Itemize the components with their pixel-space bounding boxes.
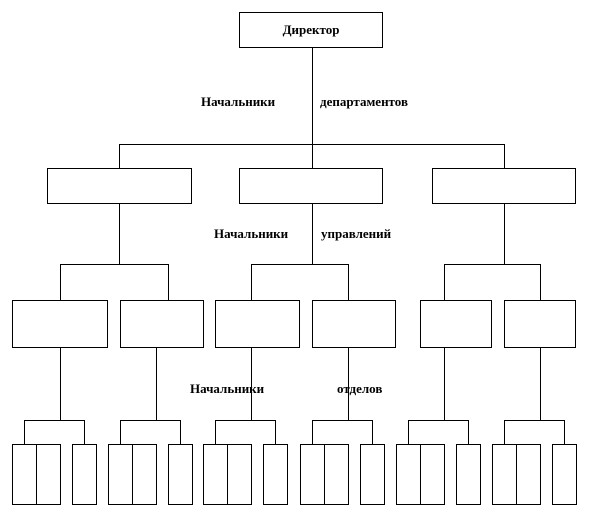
division-box [420, 444, 445, 505]
connector [215, 420, 275, 421]
directorate-box [420, 300, 492, 348]
connector [312, 204, 313, 264]
connector [84, 420, 85, 444]
division-box [492, 444, 517, 505]
connector [168, 264, 169, 300]
connector [312, 420, 372, 421]
connector [444, 348, 445, 420]
director-label: Директор [282, 22, 340, 37]
departments-label-right: департаментов [320, 94, 408, 109]
connector [215, 420, 216, 444]
connector [119, 204, 120, 264]
connector [60, 348, 61, 420]
connector [504, 144, 505, 168]
division-box [516, 444, 541, 505]
divisions-label-left: Начальники [190, 381, 265, 396]
connector [120, 420, 180, 421]
connector [504, 204, 505, 264]
departments-label-left: Начальники [201, 94, 276, 109]
directorate-box [120, 300, 204, 348]
department-box [239, 168, 383, 204]
directorate-box [504, 300, 576, 348]
connector [251, 264, 348, 265]
connector [540, 348, 541, 420]
connector [312, 420, 313, 444]
connector [180, 420, 181, 444]
division-box [263, 444, 288, 505]
connector [408, 420, 468, 421]
division-box [108, 444, 133, 505]
connector [564, 420, 565, 444]
directorate-box [215, 300, 300, 348]
connector [468, 420, 469, 444]
connector [275, 420, 276, 444]
division-box [203, 444, 228, 505]
directorates-label-left: Начальники [214, 226, 289, 241]
connector [408, 420, 409, 444]
division-box [168, 444, 193, 505]
divisions-label-right: отделов [337, 381, 383, 396]
division-box [72, 444, 97, 505]
division-box [36, 444, 61, 505]
connector [444, 264, 540, 265]
connector [348, 348, 349, 420]
division-box [360, 444, 385, 505]
connector [156, 348, 157, 420]
connector [251, 348, 252, 420]
division-box [300, 444, 325, 505]
connector [312, 48, 313, 144]
connector [540, 264, 541, 300]
connector [372, 420, 373, 444]
directorate-box [12, 300, 108, 348]
department-box [47, 168, 192, 204]
directorates-label-right: управлений [321, 226, 392, 241]
division-box [227, 444, 252, 505]
connector [24, 420, 84, 421]
division-box [456, 444, 481, 505]
connector [251, 264, 252, 300]
connector [348, 264, 349, 300]
connector [504, 420, 564, 421]
connector [504, 420, 505, 444]
directorate-box [312, 300, 396, 348]
division-box [132, 444, 157, 505]
connector [119, 144, 504, 145]
division-box [324, 444, 349, 505]
connector [60, 264, 61, 300]
connector [444, 264, 445, 300]
connector [312, 144, 313, 168]
division-box [396, 444, 421, 505]
director-box: Директор [239, 12, 383, 48]
division-box [12, 444, 37, 505]
connector [60, 264, 168, 265]
connector [120, 420, 121, 444]
connector [119, 144, 120, 168]
department-box [432, 168, 576, 204]
division-box [552, 444, 577, 505]
connector [24, 420, 25, 444]
